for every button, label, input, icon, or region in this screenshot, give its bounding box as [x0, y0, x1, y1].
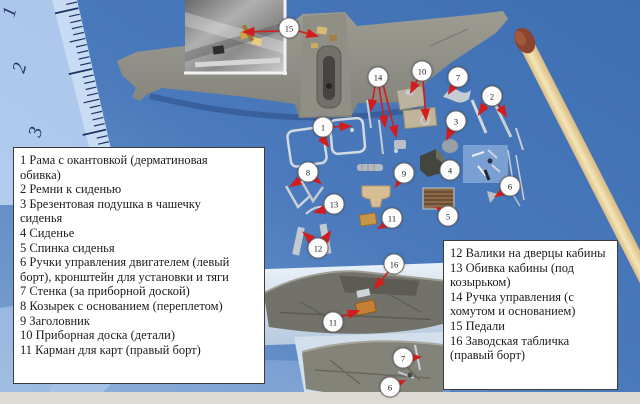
parts-list-line: 4 Сиденье — [20, 225, 75, 240]
parts-list-line: козырьком) — [450, 275, 511, 290]
callout-3: 3 — [445, 110, 467, 132]
wing-shadow — [149, 93, 421, 121]
detail-parts-photo — [284, 85, 525, 256]
callout-5: 5 — [437, 205, 459, 227]
parts-list-line: 5 Спинка сиденья — [20, 240, 115, 255]
parts-list-line: 11 Карман для карт (правый борт) — [20, 342, 201, 357]
parts-list-line: борт), кронштейн для установки и тяги — [20, 269, 229, 284]
callout-7-photo: 7 — [392, 347, 414, 369]
parts-list-line: 12 Валики на дверцы кабины — [450, 246, 606, 260]
parts-list-line: (правый борт) — [450, 348, 526, 363]
callout-6: 6 — [499, 175, 521, 197]
parts-list-line: 10 Приборная доска (детали) — [20, 328, 176, 343]
callout-15: 15 — [278, 17, 300, 39]
parts-list-line: 9 Заголовник — [20, 313, 90, 328]
parts-list-line: 2 Ремни к сиденью — [20, 182, 122, 197]
callout-9: 9 — [393, 162, 415, 184]
callout-12: 12 — [307, 237, 329, 259]
callout-4: 4 — [439, 159, 461, 181]
matchstick-photo — [514, 27, 640, 328]
callout-13: 13 — [323, 193, 345, 215]
parts-list-line: хомутом и основанием) — [450, 304, 576, 319]
callout-11-photo: 11 — [322, 311, 344, 333]
callout-14: 14 — [367, 66, 389, 88]
callout-8: 8 — [297, 161, 319, 183]
parts-list-line: 1 Рама с окантовкой (дерматиновая — [20, 153, 208, 167]
callout-1: 1 — [312, 116, 334, 138]
parts-list-line: 14 Ручка управления (с — [450, 289, 574, 304]
parts-list-left: 1 Рама с окантовкой (дерматиновая обивка… — [13, 147, 265, 384]
parts-list-line: обивка) — [20, 167, 61, 182]
parts-list-right: 12 Валики на дверцы кабины 13 Обивка каб… — [443, 240, 618, 390]
parts-list-line: 6 Ручки управления двигателем (левый — [20, 255, 230, 270]
inset-pedals-photo — [184, 0, 287, 75]
parts-list-line: 7 Стенка (за приборной доской) — [20, 284, 190, 299]
parts-list-line: сиденья — [20, 211, 63, 226]
parts-list-line: 3 Брезентовая подушка в чашечку — [20, 196, 201, 211]
parts-list-line: 16 Заводская табличка — [450, 333, 570, 348]
bottom-strip — [0, 392, 640, 404]
callout-6-photo: 6 — [379, 376, 401, 398]
callout-2: 2 — [481, 85, 503, 107]
callout-10: 10 — [411, 60, 433, 82]
callout-16: 16 — [383, 253, 405, 275]
callout-7: 7 — [447, 66, 469, 88]
callout-11: 11 — [381, 207, 403, 229]
parts-list-line: 8 Козырек с основанием (переплетом) — [20, 298, 223, 313]
parts-list-line: 15 Педали — [450, 318, 505, 333]
parts-list-line: 13 Обивка кабины (под — [450, 260, 574, 275]
fuselage-left-photo — [294, 332, 444, 401]
